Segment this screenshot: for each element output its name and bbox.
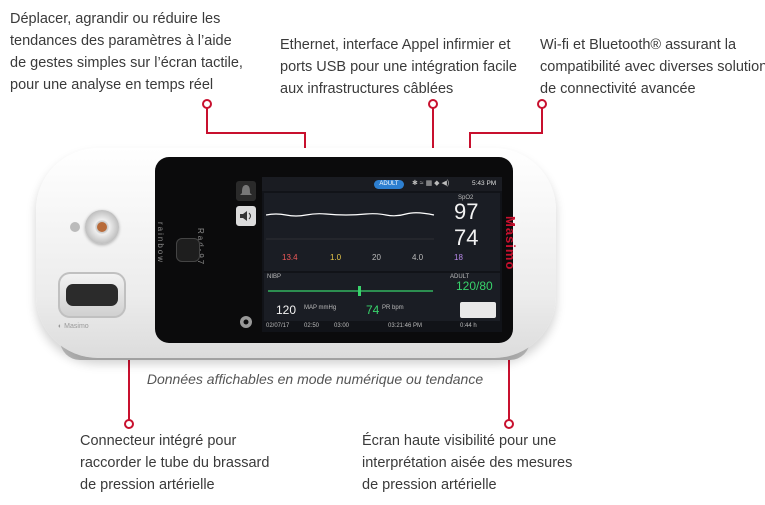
callout-line: de gestes simples sur l’écran tactile, xyxy=(10,55,243,71)
leader-dot-2 xyxy=(428,99,438,109)
start-nibp-button[interactable] xyxy=(460,302,496,318)
nibp-label: NIBP xyxy=(267,274,282,280)
map-unit: MAP mmHg xyxy=(304,305,337,311)
monitor-screen[interactable]: ADULT ✱ ≈ ▦ ◆ ◀) 5:43 PM SpO2 97 74 13.4… xyxy=(262,177,502,332)
date: 02/07/17 xyxy=(266,323,290,329)
time-row: 02/07/17 02:50 03:00 03:21:46 PM 0:44 h xyxy=(264,322,500,331)
caption: Données affichables en mode numérique ou… xyxy=(146,371,484,387)
leader-dot-3 xyxy=(537,99,547,109)
spo2-panel[interactable]: SpO2 97 74 13.4 1.0 20 4.0 18 xyxy=(264,193,500,271)
time-tick: 03:00 xyxy=(334,323,350,329)
time-tick: 0:44 h xyxy=(460,323,477,329)
bp-value: 120/80 xyxy=(456,279,493,293)
person-icon xyxy=(70,222,80,232)
bp-cuff-connector xyxy=(85,210,119,244)
callout-line: de connectivité avancée xyxy=(540,81,696,97)
callout-wifi-bluetooth: Wi-fi et Bluetooth® assurant la compatib… xyxy=(540,34,765,100)
status-bar: ADULT ✱ ≈ ▦ ◆ ◀) 5:43 PM xyxy=(262,177,502,191)
callout-line: ports USB pour une intégration facile xyxy=(280,59,517,75)
pulse-rate-value: 74 xyxy=(454,225,479,250)
param-spmet: 1.0 xyxy=(330,253,342,262)
map-value: 120 xyxy=(276,303,297,317)
leader-dot-1 xyxy=(202,99,212,109)
time-tick: 02:50 xyxy=(304,323,320,329)
callout-line: Écran haute visibilité pour une xyxy=(362,433,557,449)
leader-dot-4 xyxy=(124,419,134,429)
time-tick: 03:21:46 PM xyxy=(388,323,423,329)
sensor-port xyxy=(58,272,126,318)
connectivity-icons: ✱ ≈ ▦ ◆ ◀) xyxy=(412,180,450,187)
port-slot xyxy=(66,284,118,306)
callout-line: interprétation aisée des mesures xyxy=(362,455,573,471)
callout-line: Déplacer, agrandir ou réduire les xyxy=(10,11,221,27)
callout-touch-gestures: Déplacer, agrandir ou réduire les tendan… xyxy=(10,8,243,96)
callout-high-visibility-screen: Écran haute visibilité pour une interpré… xyxy=(362,430,572,496)
spo2-label: SpO2 xyxy=(458,195,474,201)
rainbow-label: rainbow xyxy=(156,222,165,265)
callout-line: Ethernet, interface Appel infirmier et xyxy=(280,37,511,53)
callout-line: raccorder le tube du brassard xyxy=(80,455,270,471)
clock: 5:43 PM xyxy=(472,180,497,187)
param-pi: 4.0 xyxy=(412,253,424,262)
param-spco: 18 xyxy=(454,253,463,262)
home-button[interactable] xyxy=(176,238,200,262)
alarm-bell-icon[interactable] xyxy=(236,181,256,201)
callout-cuff-connector: Connecteur intégré pour raccorder le tub… xyxy=(80,430,269,496)
connector-hole xyxy=(97,222,107,232)
leader-dot-5 xyxy=(504,419,514,429)
settings-gear-icon[interactable] xyxy=(236,312,256,332)
callout-line: aux infrastructures câblées xyxy=(280,81,454,97)
pr2-value: 74 xyxy=(366,303,380,317)
port-label: ◐ Masimo xyxy=(58,323,89,330)
callout-line: de pression artérielle xyxy=(362,477,497,493)
sound-icon[interactable] xyxy=(236,206,256,226)
callout-line: de pression artérielle xyxy=(80,477,215,493)
masimo-logo: Masimo xyxy=(503,216,518,271)
callout-line: pour une analyse en temps réel xyxy=(10,77,214,93)
nibp-mode: ADULT xyxy=(450,274,470,280)
callout-line: Wi-fi et Bluetooth® assurant la xyxy=(540,37,737,53)
parameter-row: 13.4 1.0 20 4.0 18 xyxy=(264,251,463,271)
nibp-panel[interactable]: NIBP ADULT 120/80 120 MAP mmHg 74 PR bpm xyxy=(264,273,500,321)
callout-line: compatibilité avec diverses solutions xyxy=(540,59,765,75)
callout-line: tendances des paramètres à l’aide xyxy=(10,33,232,49)
param-sphb: 13.4 xyxy=(282,253,298,262)
callout-ethernet: Ethernet, interface Appel infirmier et p… xyxy=(280,34,517,100)
param-rrp: 20 xyxy=(372,253,381,262)
pleth-waveform xyxy=(266,212,435,240)
spo2-value: 97 xyxy=(454,199,479,224)
callout-line: Connecteur intégré pour xyxy=(80,433,237,449)
mode-pill[interactable]: ADULT xyxy=(374,180,404,189)
pr2-unit: PR bpm xyxy=(382,305,404,311)
nibp-trend xyxy=(268,286,433,296)
